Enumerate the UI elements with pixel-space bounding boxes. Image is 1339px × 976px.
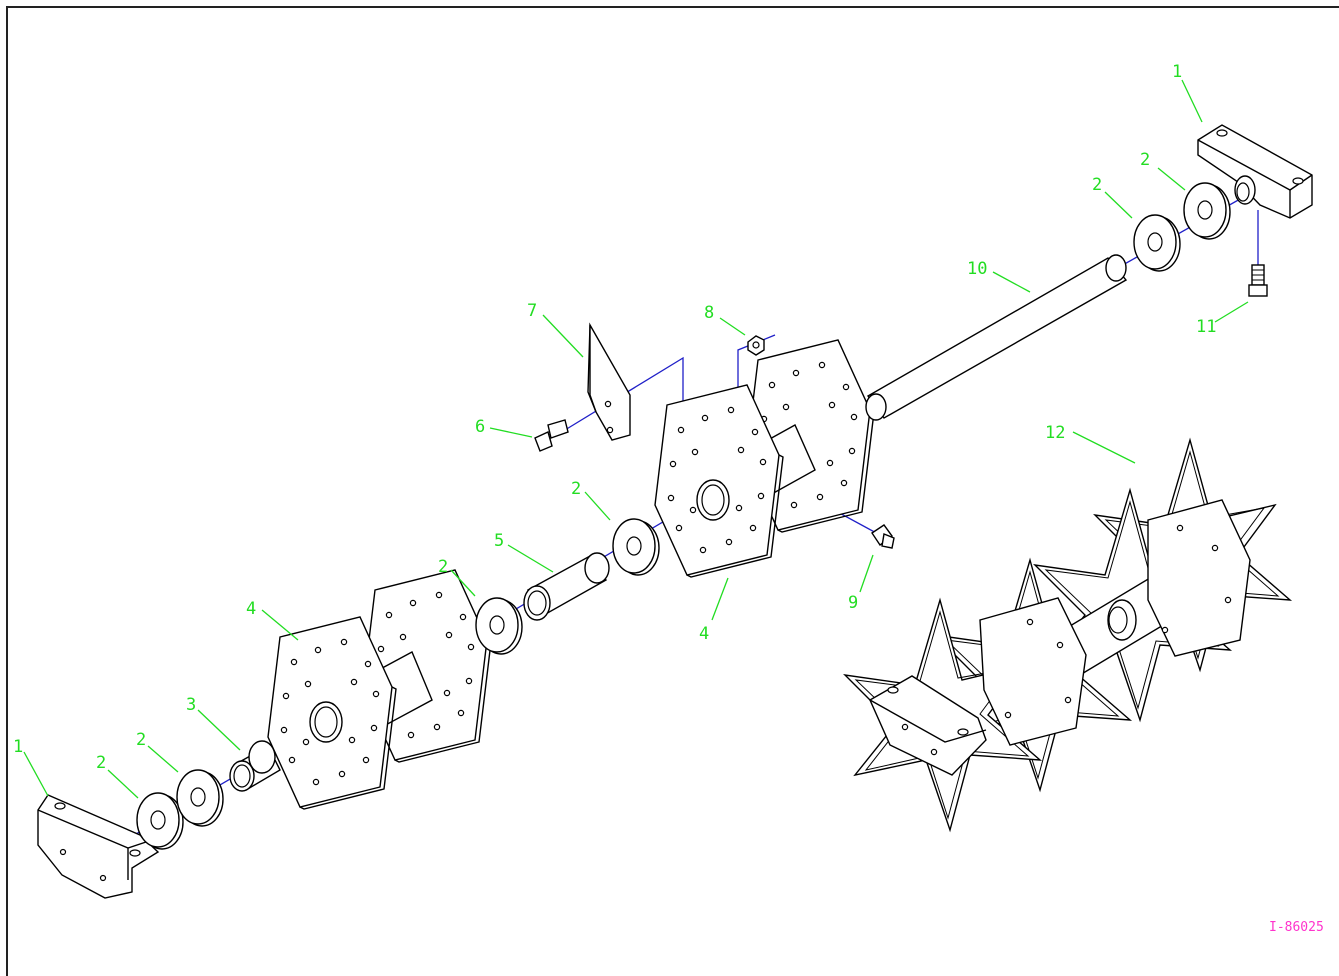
bolt-right <box>1248 264 1268 297</box>
callout-label: 1 <box>13 737 23 757</box>
shaft <box>865 254 1128 421</box>
callout-label: 8 <box>704 303 714 323</box>
washer-right-upper <box>1183 182 1231 240</box>
callout-label: 12 <box>1045 423 1065 443</box>
callout-label: 7 <box>527 301 537 321</box>
scraper-blade <box>587 322 631 441</box>
washer-left-lower <box>136 792 184 850</box>
tine-hub-right <box>654 339 875 578</box>
callout-label: 5 <box>494 531 504 551</box>
spacer-tube <box>523 552 610 621</box>
bushing <box>229 740 281 792</box>
callout-label: 6 <box>475 417 485 437</box>
washer-middle <box>612 518 660 576</box>
callout-label: 9 <box>848 593 858 613</box>
tine-assembly <box>844 439 1291 831</box>
callout-labels: 1 2 2 10 11 8 7 6 12 2 5 2 4 9 4 3 2 2 1 <box>13 62 1216 773</box>
callout-label: 3 <box>186 695 196 715</box>
bolt-scraper <box>534 419 569 452</box>
callout-label: 2 <box>1092 175 1102 195</box>
bracket-left <box>37 794 160 899</box>
callout-label: 2 <box>1140 150 1150 170</box>
washer-right-lower <box>1133 214 1181 272</box>
callout-label: 11 <box>1196 317 1216 337</box>
callout-label: 2 <box>438 557 448 577</box>
callout-label: 2 <box>96 753 106 773</box>
callout-label: 1 <box>1172 62 1182 82</box>
callout-label: 4 <box>699 624 709 644</box>
nut <box>747 335 765 356</box>
leader-lines <box>23 79 1249 799</box>
bracket-right <box>1197 124 1313 219</box>
callout-label: 2 <box>571 479 581 499</box>
washer-left-upper <box>176 769 224 827</box>
tine-hub-left <box>267 569 492 810</box>
drawing-border <box>6 6 1339 976</box>
callout-label: 2 <box>136 730 146 750</box>
washer-left-middle <box>475 597 523 655</box>
callout-label: 4 <box>246 599 256 619</box>
grease-fitting <box>871 524 895 549</box>
drawing-number: I-86025 <box>1269 920 1324 935</box>
callout-label: 10 <box>967 259 987 279</box>
